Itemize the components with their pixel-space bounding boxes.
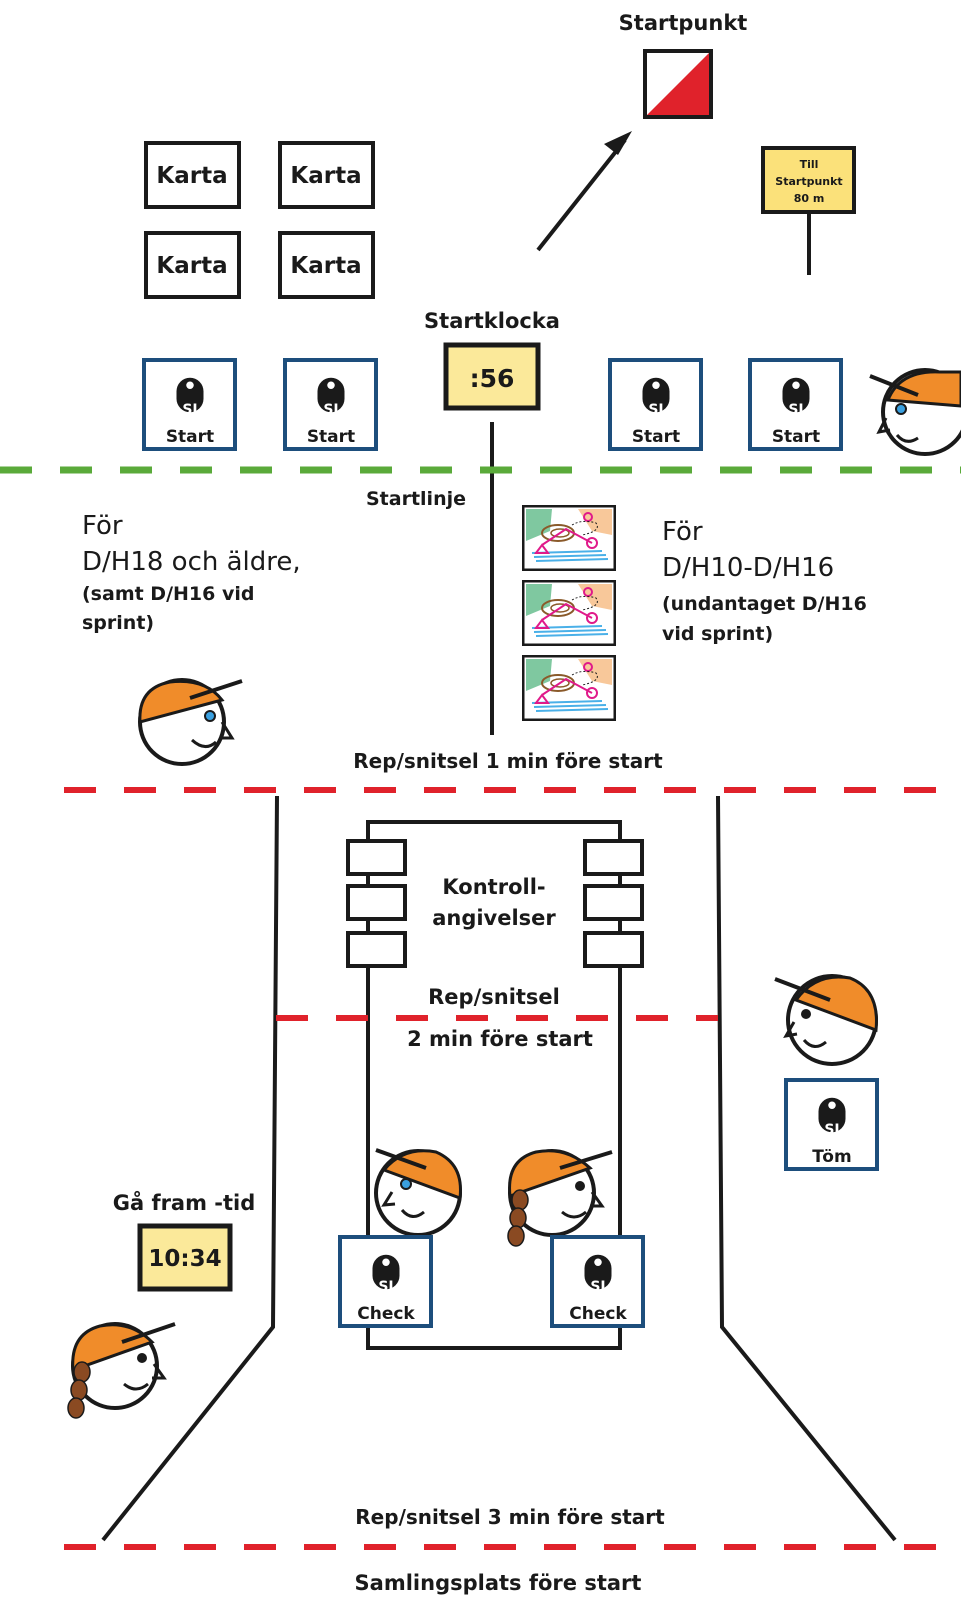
start-label: Start xyxy=(166,427,214,447)
si-start-unit: SI Start xyxy=(608,358,703,451)
call-up-clock-value: 10:34 xyxy=(148,1246,221,1272)
startlinje-label: Startlinje xyxy=(366,488,466,510)
si-label: SI xyxy=(323,402,338,418)
karta-label: Karta xyxy=(156,163,227,189)
startpunkt-direction-sign: Till Startpunkt 80 m xyxy=(761,146,856,275)
karta-label: Karta xyxy=(290,253,361,279)
description-holder xyxy=(583,931,644,968)
map-pickup-box: Karta xyxy=(144,141,241,209)
official-face-icon xyxy=(138,678,243,766)
description-holder xyxy=(346,931,407,968)
arrow-up-right-icon xyxy=(536,131,632,252)
ga-fram-label: Gå fram -tid xyxy=(113,1190,256,1215)
sign-line-1: Till xyxy=(800,158,819,171)
braid-icon xyxy=(67,1361,91,1419)
si-start-unit: SI Start xyxy=(748,358,843,451)
control-description-table xyxy=(366,820,622,1350)
map-icon xyxy=(522,655,616,721)
si-start-unit: SI Start xyxy=(283,358,378,451)
sign-line-2: Startpunkt xyxy=(775,175,842,188)
left-group-for: För xyxy=(82,511,123,541)
si-label: SI xyxy=(788,402,803,418)
corridor-right xyxy=(716,795,897,1542)
kontroll-label-2: angivelser xyxy=(432,906,556,930)
karta-label: Karta xyxy=(156,253,227,279)
map-icon xyxy=(522,505,616,571)
startpunkt-label: Startpunkt xyxy=(619,11,748,35)
corridor-left xyxy=(101,795,279,1542)
check-label: Check xyxy=(569,1304,627,1324)
description-holder xyxy=(583,884,644,921)
si-check-unit: SI Check xyxy=(550,1235,645,1328)
left-group-note-1: (samt D/H16 vid xyxy=(82,583,254,605)
left-group-classes: D/H18 och äldre, xyxy=(82,547,301,577)
call-up-clock: 10:34 xyxy=(137,1223,233,1292)
tom-label: Töm xyxy=(812,1147,851,1167)
check-label: Check xyxy=(357,1304,415,1324)
control-flag-icon xyxy=(643,49,713,119)
official-face-icon xyxy=(374,1148,462,1237)
start-label: Start xyxy=(632,427,680,447)
si-clear-unit: SI Töm xyxy=(784,1078,879,1171)
startklocka-label: Startklocka xyxy=(424,309,560,333)
description-holder xyxy=(583,839,644,876)
map-pickup-box: Karta xyxy=(144,231,241,299)
samlingsplats-label: Samlingsplats före start xyxy=(355,1571,642,1595)
start-clock: :56 xyxy=(443,342,541,411)
start-label: Start xyxy=(307,427,355,447)
rep-2-min-label-2: 2 min före start xyxy=(407,1027,593,1051)
description-holder xyxy=(346,884,407,921)
map-icon xyxy=(522,580,616,646)
description-holder xyxy=(346,839,407,876)
kontroll-label-1: Kontroll- xyxy=(442,875,545,899)
right-group-for: För xyxy=(662,517,703,547)
start-label: Start xyxy=(772,427,820,447)
si-label: SI xyxy=(182,402,197,418)
start-clock-value: :56 xyxy=(470,364,515,393)
si-start-unit: SI Start xyxy=(142,358,237,451)
si-label: SI xyxy=(378,1279,393,1295)
map-pickup-box: Karta xyxy=(278,231,375,299)
rep-3-min-label: Rep/snitsel 3 min före start xyxy=(355,1505,665,1529)
official-face-icon xyxy=(507,1149,613,1247)
si-label: SI xyxy=(590,1279,605,1295)
karta-label: Karta xyxy=(290,163,361,189)
left-group-note-2: sprint) xyxy=(82,612,154,634)
official-face-icon xyxy=(67,1322,176,1419)
right-group-classes: D/H10-D/H16 xyxy=(662,553,834,583)
si-label: SI xyxy=(824,1122,839,1138)
rep-1-min-label: Rep/snitsel 1 min före start xyxy=(353,749,663,773)
si-check-unit: SI Check xyxy=(338,1235,433,1328)
sign-line-3: 80 m xyxy=(794,192,825,205)
rep-2-min-label-1: Rep/snitsel xyxy=(428,985,560,1009)
official-face-icon xyxy=(774,974,878,1066)
braid-icon xyxy=(507,1189,529,1247)
official-face-icon xyxy=(869,368,961,456)
right-group-note-1: (undantaget D/H16 xyxy=(662,593,867,615)
right-group-note-2: vid sprint) xyxy=(662,623,773,645)
map-pickup-box: Karta xyxy=(278,141,375,209)
si-label: SI xyxy=(648,402,663,418)
